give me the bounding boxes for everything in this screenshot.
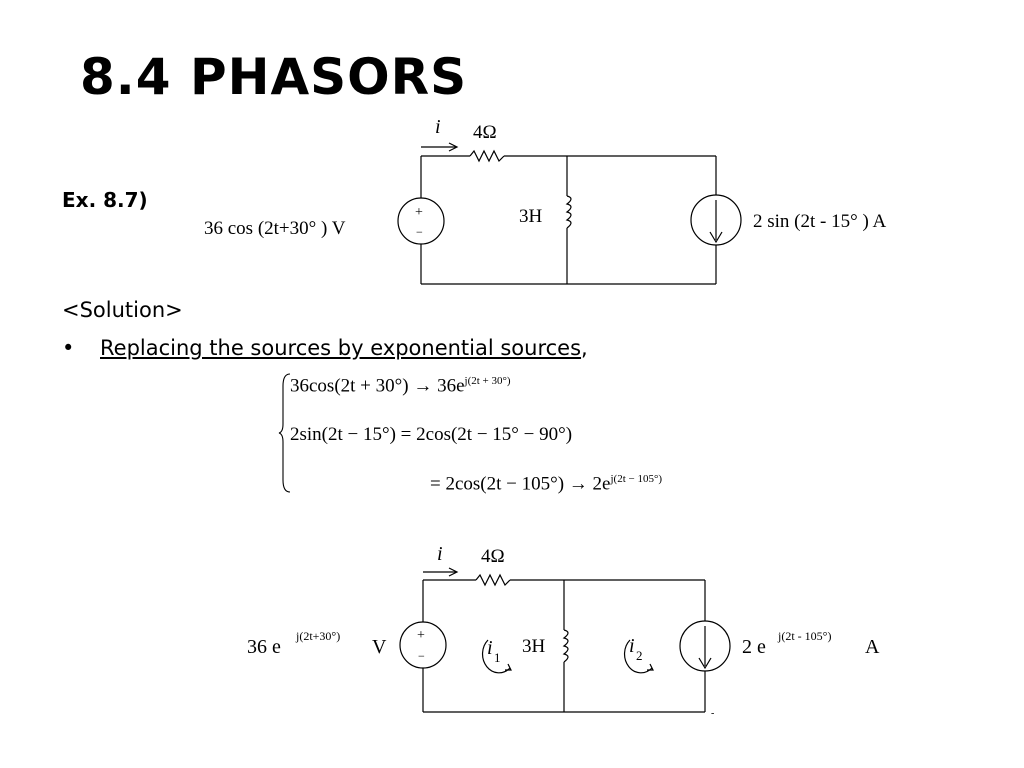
current-source-2: [679, 620, 731, 672]
plus-sign-1: +: [415, 205, 423, 220]
current-source-label-1: 2 sin (2t - 15° ) A: [753, 211, 886, 232]
resistor-label-2: 4Ω: [481, 546, 505, 567]
voltage-source-base-2: 36 e: [247, 636, 281, 658]
bullet-marker: •: [62, 336, 75, 360]
voltage-source-exp-2: j(2t+30°): [295, 629, 340, 643]
bullet-line: • Replacing the sources by exponential so…: [62, 336, 588, 360]
bullet-tail: ,: [581, 336, 588, 360]
voltage-source-unit-2: V: [372, 636, 387, 658]
mesh-label-2: i: [629, 635, 635, 657]
mesh-arrow-1: [481, 639, 511, 674]
inductor-2: [562, 629, 569, 663]
current-source-1: [690, 194, 742, 246]
current-source-unit-2: A: [865, 636, 880, 658]
inductor-1: [565, 195, 572, 229]
resistor-label-1: 4Ω: [473, 122, 497, 143]
stray-mark: -: [711, 708, 714, 719]
resistor-1: [469, 149, 505, 163]
example-label: Ex. 8.7): [62, 188, 148, 212]
equation-line-3-exponent: j(2t − 105°): [610, 473, 663, 485]
brace: [278, 373, 291, 493]
current-source-exp-2: j(2t - 105°): [777, 629, 831, 643]
current-source-base-2: 2 e: [742, 636, 766, 658]
page-title: 8.4 PHASORS: [80, 48, 468, 106]
minus-sign-2: −: [418, 649, 425, 663]
equation-line-1: 36cos(2t + 30°) → 36ej(2t + 30°): [290, 375, 511, 397]
bullet-text: Replacing the sources by exponential sou…: [100, 336, 582, 360]
equation-line-2: 2sin(2t − 15°) = 2cos(2t − 15° − 90°): [290, 424, 573, 445]
voltage-source-1: [397, 197, 445, 245]
voltage-source-2: [399, 621, 447, 669]
mesh-label-1: i: [487, 637, 493, 659]
current-label-1: i: [435, 116, 441, 138]
mesh-sub-1: 1: [494, 650, 501, 665]
resistor-2: [475, 573, 511, 587]
mesh-sub-2: 2: [636, 648, 643, 663]
inductor-label-1: 3H: [519, 206, 543, 227]
voltage-source-label-1: 36 cos (2t+30° ) V: [204, 218, 346, 239]
solution-label: <Solution>: [62, 298, 183, 322]
equation-line-1-exponent: j(2t + 30°): [464, 375, 511, 387]
minus-sign-1: −: [416, 225, 423, 239]
current-label-2: i: [437, 543, 443, 565]
mesh-arrow-2: [623, 639, 653, 674]
inductor-label-2: 3H: [522, 636, 546, 657]
plus-sign-2: +: [417, 628, 425, 643]
equation-line-3: = 2cos(2t − 105°) → 2ej(2t − 105°): [430, 473, 663, 495]
